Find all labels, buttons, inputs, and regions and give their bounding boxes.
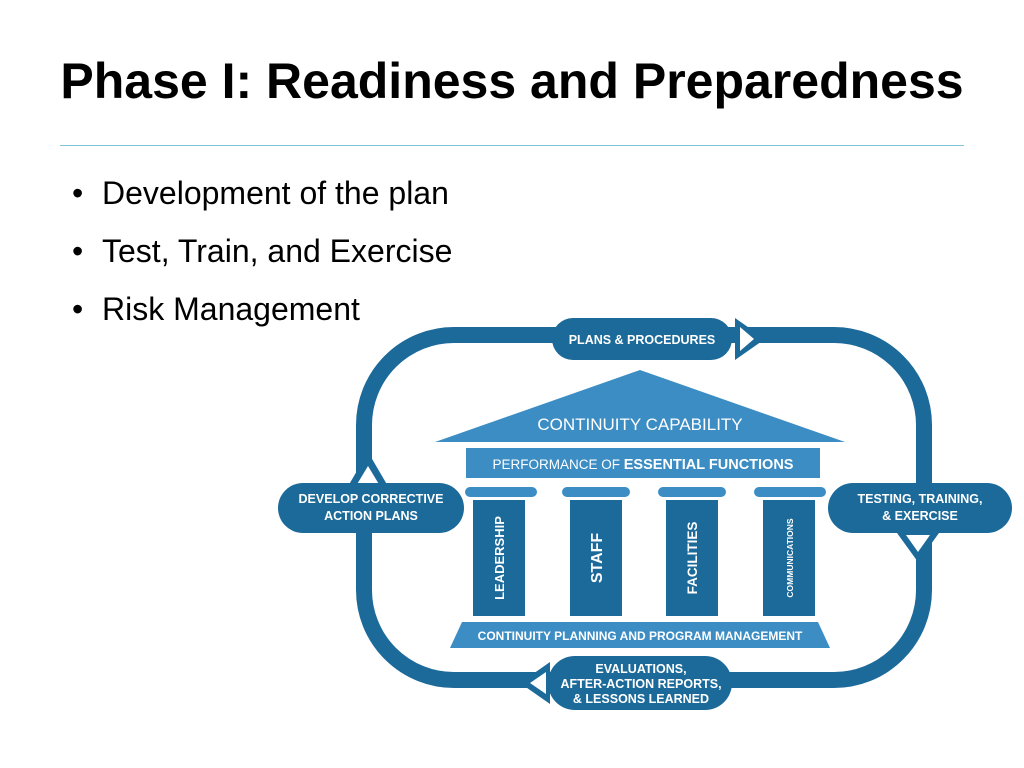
slide-title: Phase I: Readiness and Preparedness — [60, 53, 964, 109]
pillar-staff: STAFF — [570, 500, 622, 616]
title-divider — [60, 145, 964, 146]
cycle-node-label: & LESSONS LEARNED — [573, 692, 709, 706]
cycle-node-label: DEVELOP CORRECTIVE — [299, 492, 444, 506]
pillar-leadership: LEADERSHIP — [473, 500, 525, 616]
pillar-cap — [562, 487, 630, 497]
cycle-node-corrective-action: DEVELOP CORRECTIVE ACTION PLANS — [278, 452, 464, 533]
beam-label: PERFORMANCE OF ESSENTIAL FUNCTIONS — [493, 457, 794, 473]
roof-label: CONTINUITY CAPABILITY — [537, 415, 742, 434]
bullet-marker: • — [72, 291, 84, 327]
roof: CONTINUITY CAPABILITY — [435, 370, 845, 442]
bullet-text: Development of the plan — [102, 175, 449, 211]
bullet-item: • Risk Management — [72, 286, 452, 344]
cycle-node-plans-procedures: PLANS & PROCEDURES — [552, 318, 765, 360]
bullet-marker: • — [72, 233, 84, 269]
bullet-list: • Development of the plan • Test, Train, a… — [72, 170, 452, 344]
cycle-node-label: & EXERCISE — [882, 509, 958, 523]
beam-label-prefix: PERFORMANCE OF — [493, 457, 624, 472]
cycle-node-label: EVALUATIONS, — [595, 662, 686, 676]
beam-essential-functions: PERFORMANCE OF ESSENTIAL FUNCTIONS — [466, 448, 820, 478]
pillar-facilities: FACILITIES — [666, 500, 718, 616]
beam-label-bold: ESSENTIAL FUNCTIONS — [624, 457, 794, 473]
pillar-cap — [754, 487, 826, 497]
pillar-label: COMMUNICATIONS — [785, 518, 795, 597]
cycle-node-label: AFTER-ACTION REPORTS, — [560, 677, 721, 691]
bullet-item: • Test, Train, and Exercise — [72, 228, 452, 286]
pillar-label: STAFF — [589, 533, 606, 584]
pillar-label: LEADERSHIP — [492, 516, 507, 600]
pillar-cap — [658, 487, 726, 497]
cycle-node-evaluations: EVALUATIONS, AFTER-ACTION REPORTS, & LES… — [520, 656, 732, 710]
cycle-node-label: TESTING, TRAINING, — [858, 492, 983, 506]
cycle-node-label: PLANS & PROCEDURES — [569, 333, 716, 347]
cycle-node-label: ACTION PLANS — [324, 509, 418, 523]
pillar-communications: COMMUNICATIONS — [763, 500, 815, 616]
bullet-text: Test, Train, and Exercise — [102, 233, 453, 269]
pillar-cap — [465, 487, 537, 497]
base-program-management: CONTINUITY PLANNING AND PROGRAM MANAGEME… — [450, 622, 830, 648]
bullet-text: Risk Management — [102, 291, 360, 327]
base-label: CONTINUITY PLANNING AND PROGRAM MANAGEME… — [478, 629, 803, 643]
pillar-label: FACILITIES — [685, 522, 700, 595]
bullet-item: • Development of the plan — [72, 170, 452, 228]
cycle-node-testing-training-exercise: TESTING, TRAINING, & EXERCISE — [828, 483, 1012, 562]
bullet-marker: • — [72, 175, 84, 211]
